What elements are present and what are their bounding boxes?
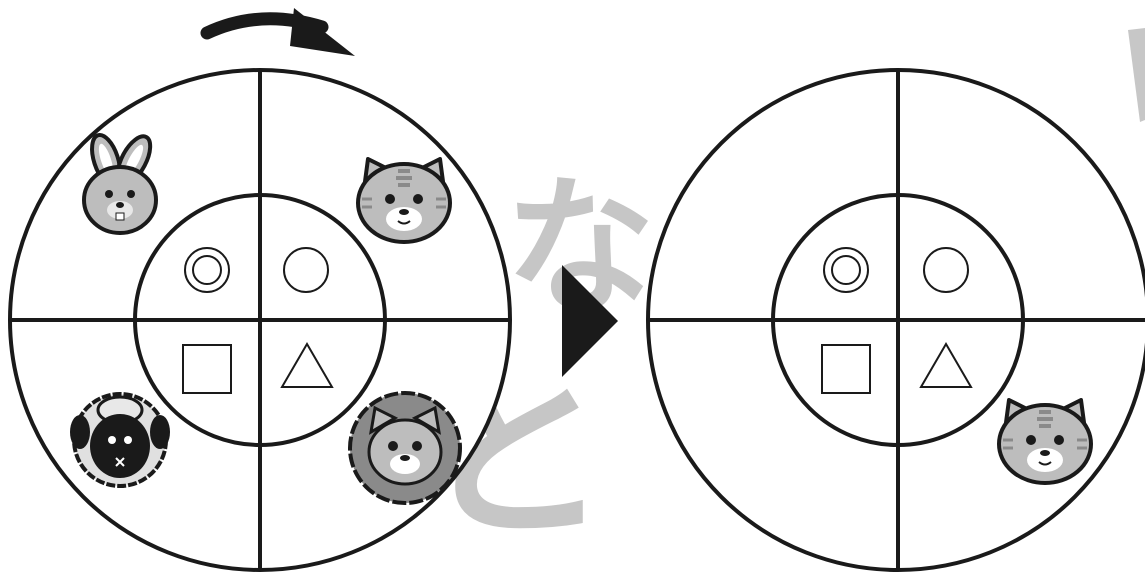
tiger-icon — [356, 157, 452, 244]
right-wheel — [646, 68, 1145, 572]
lion-icon — [348, 391, 462, 505]
circle-icon — [923, 247, 969, 293]
triangle-icon — [280, 342, 334, 388]
square-icon — [821, 344, 871, 394]
triangle-icon — [919, 342, 973, 388]
inner-circle — [771, 193, 1025, 447]
inner-circle — [133, 193, 387, 447]
circle-icon — [283, 247, 329, 293]
double-circle-icon — [184, 247, 230, 293]
sheep-icon — [70, 392, 170, 488]
square-icon — [182, 344, 232, 394]
clockwise-arrow-icon — [200, 8, 355, 56]
tiger-icon — [997, 398, 1093, 485]
play-arrow-icon — [562, 265, 618, 377]
double-circle-icon — [823, 247, 869, 293]
rabbit-icon — [82, 132, 158, 235]
left-wheel — [8, 68, 512, 572]
watermark-fragment — [1128, 28, 1145, 122]
